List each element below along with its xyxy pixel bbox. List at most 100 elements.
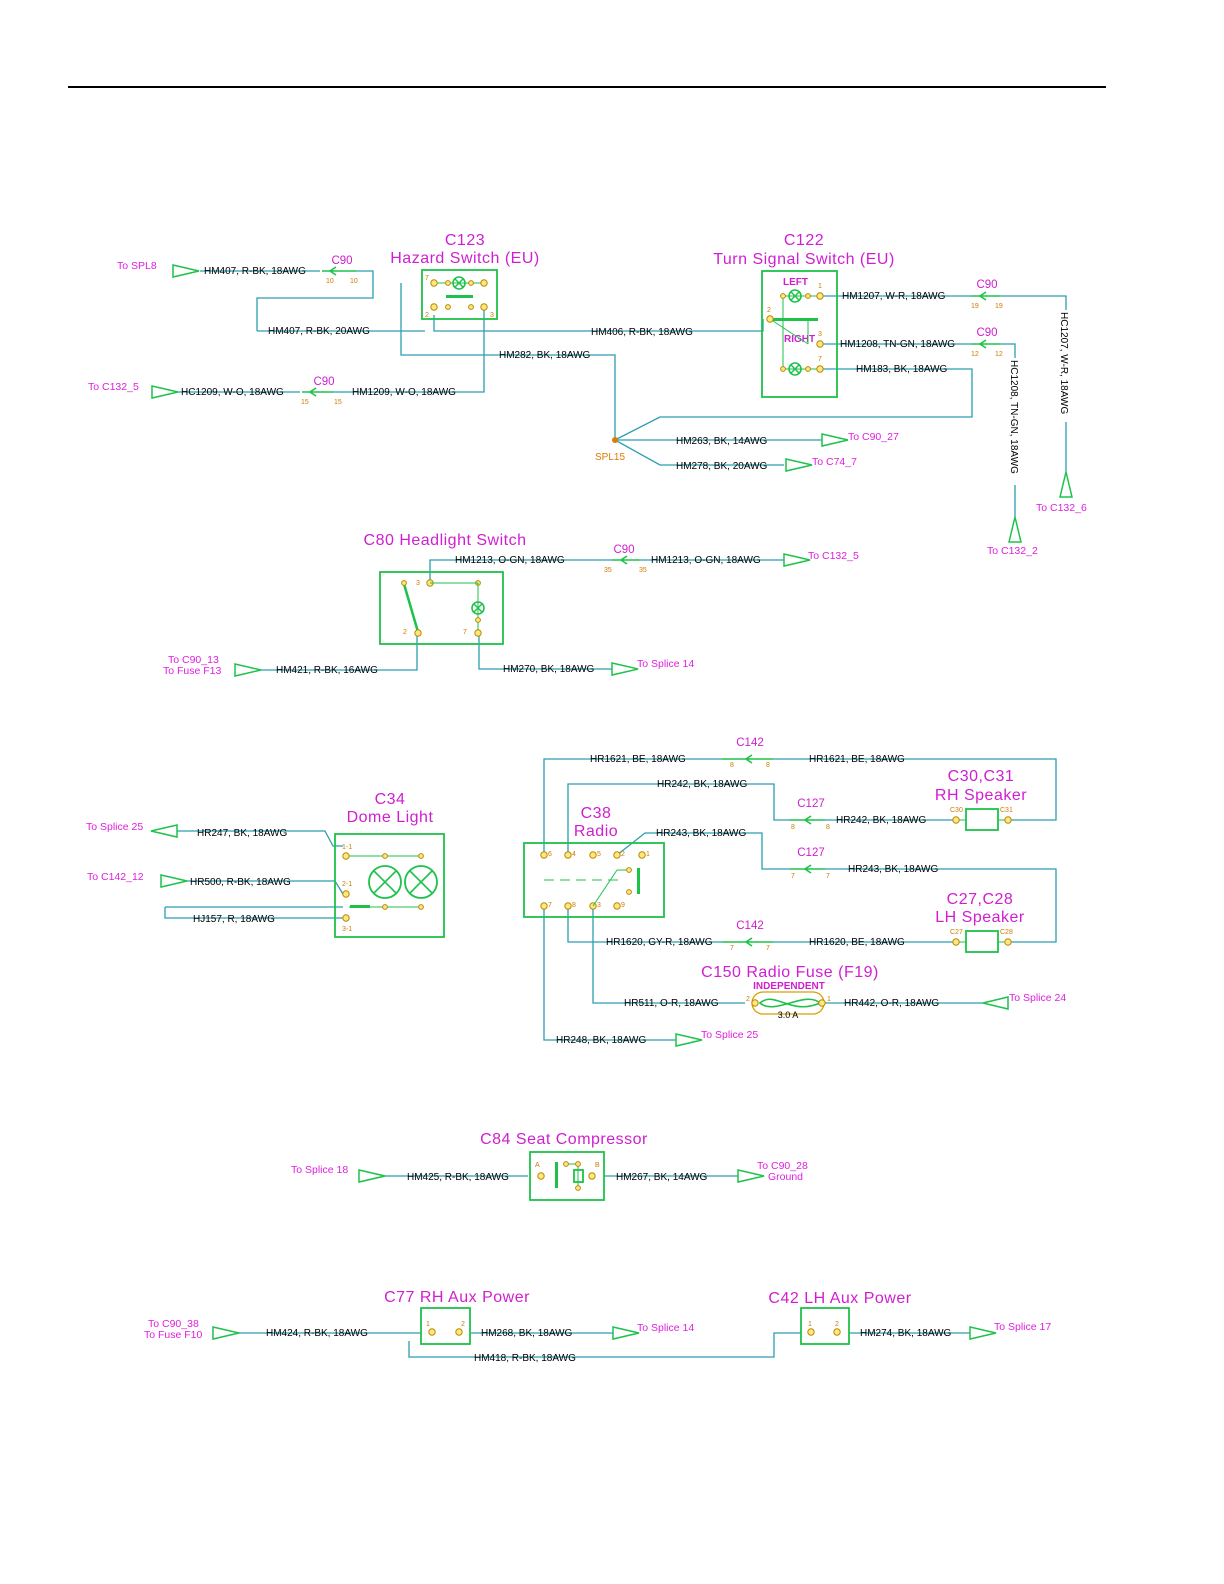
- svg-text:C31: C31: [1000, 807, 1013, 814]
- svg-text:5: 5: [597, 851, 601, 858]
- left-label: LEFT: [783, 277, 808, 288]
- svg-text:HM263, BK, 14AWG: HM263, BK, 14AWG: [676, 436, 768, 447]
- turn-signal-switch-id: C122: [784, 232, 824, 249]
- rh-speaker-name: RH Speaker: [935, 787, 1027, 804]
- hazard-pin-2: 2: [425, 312, 429, 319]
- svg-text:To C90_28: To C90_28: [757, 1160, 808, 1172]
- connector-c90-10: C90 10 10: [322, 255, 358, 285]
- connector-c127-7: C127 7 7: [790, 847, 830, 880]
- svg-text:To C74_7: To C74_7: [812, 456, 857, 468]
- lh-speaker-name: LH Speaker: [935, 909, 1025, 926]
- turn-pin-3: 3: [818, 331, 822, 338]
- svg-text:C90: C90: [313, 376, 334, 388]
- wire-labels-section-1: HM407, R-BK, 18AWG HM407, R-BK, 20AWG HM…: [181, 266, 1069, 474]
- seat-pin-a: A: [535, 1162, 540, 1169]
- svg-text:HC1208, TN-GN, 18AWG: HC1208, TN-GN, 18AWG: [1008, 360, 1019, 474]
- svg-text:8: 8: [791, 824, 795, 831]
- connector-c90-19: C90 19 19: [971, 279, 1003, 310]
- dome-light-c34: C34 Dome Light 1-1 2-1 3-1: [334, 791, 445, 938]
- svg-text:35: 35: [639, 567, 647, 574]
- svg-text:HR243, BK, 18AWG: HR243, BK, 18AWG: [848, 864, 938, 875]
- dome-light-name: Dome Light: [347, 809, 434, 826]
- svg-text:HM1209, W-O, 18AWG: HM1209, W-O, 18AWG: [352, 387, 456, 398]
- svg-text:HM183, BK, 18AWG: HM183, BK, 18AWG: [856, 364, 948, 375]
- svg-text:HR442, O-R, 18AWG: HR442, O-R, 18AWG: [844, 998, 939, 1009]
- turn-pin-2: 2: [767, 307, 771, 314]
- svg-text:19: 19: [971, 303, 979, 310]
- fuse-rating: 3.0 A: [778, 1010, 799, 1020]
- svg-text:To C90_27: To C90_27: [848, 431, 899, 443]
- right-label: RIGHT: [784, 334, 815, 345]
- hazard-pin-7: 7: [425, 275, 429, 282]
- svg-text:HR511, O-R, 18AWG: HR511, O-R, 18AWG: [624, 998, 719, 1009]
- hazard-switch-name: Hazard Switch (EU): [390, 250, 539, 267]
- connector-c90-15: C90 15 15: [301, 376, 342, 406]
- svg-text:HM1213, O-GN, 18AWG: HM1213, O-GN, 18AWG: [651, 555, 761, 566]
- lh-speaker-c27-c28: C27,C28 LH Speaker C27 C28: [935, 891, 1025, 953]
- svg-text:3: 3: [597, 902, 601, 909]
- radio-fuse-title: C150 Radio Fuse (F19): [701, 964, 879, 981]
- svg-text:HR500, R-BK, 18AWG: HR500, R-BK, 18AWG: [190, 877, 291, 888]
- rh-speaker-id: C30,C31: [948, 768, 1015, 785]
- svg-text:7: 7: [826, 873, 830, 880]
- svg-text:10: 10: [326, 278, 334, 285]
- svg-text:To Splice 14: To Splice 14: [637, 658, 694, 670]
- svg-text:19: 19: [995, 303, 1003, 310]
- splice-spl15-dot: [612, 437, 618, 443]
- svg-text:HM1213, O-GN, 18AWG: HM1213, O-GN, 18AWG: [455, 555, 565, 566]
- svg-text:HC1207, W-R, 18AWG: HC1207, W-R, 18AWG: [1058, 312, 1069, 414]
- svg-text:8: 8: [766, 762, 770, 769]
- svg-text:35: 35: [604, 567, 612, 574]
- svg-text:HM421, R-BK, 16AWG: HM421, R-BK, 16AWG: [276, 665, 378, 676]
- svg-text:To Splice 25: To Splice 25: [701, 1029, 758, 1041]
- lh-aux-power-c42: C42 LH Aux Power 1 2: [768, 1290, 911, 1345]
- svg-text:C27: C27: [950, 929, 963, 936]
- svg-text:HM282, BK, 18AWG: HM282, BK, 18AWG: [499, 350, 591, 361]
- svg-text:2: 2: [746, 996, 750, 1003]
- svg-text:HR248, BK, 18AWG: HR248, BK, 18AWG: [556, 1035, 646, 1046]
- lh-speaker-id: C27,C28: [947, 891, 1014, 908]
- svg-text:HM406, R-BK, 18AWG: HM406, R-BK, 18AWG: [591, 327, 693, 338]
- rh-aux-power-c77: C77 RH Aux Power 1 2: [384, 1289, 530, 1345]
- svg-text:C90: C90: [613, 544, 634, 556]
- radio-id: C38: [581, 805, 612, 822]
- svg-text:To C90_38: To C90_38: [148, 1318, 199, 1330]
- lh-aux-power-title: C42 LH Aux Power: [768, 1290, 911, 1307]
- svg-text:C90: C90: [976, 279, 997, 291]
- seat-pin-b: B: [595, 1162, 600, 1169]
- svg-text:15: 15: [334, 399, 342, 406]
- svg-text:2: 2: [621, 851, 625, 858]
- svg-text:HR243, BK, 18AWG: HR243, BK, 18AWG: [656, 828, 746, 839]
- svg-text:C28: C28: [1000, 929, 1013, 936]
- svg-text:7: 7: [791, 873, 795, 880]
- turn-pin-7: 7: [818, 356, 822, 363]
- svg-text:HM425, R-BK, 18AWG: HM425, R-BK, 18AWG: [407, 1172, 509, 1183]
- svg-text:C127: C127: [797, 847, 825, 859]
- svg-text:C142: C142: [736, 737, 764, 749]
- svg-text:To SPL8: To SPL8: [117, 260, 157, 272]
- dome-lamp-2-icon: [404, 865, 438, 899]
- section-seat-compressor: C84 Seat Compressor A B HM425, R-BK, 18A…: [291, 1131, 808, 1201]
- svg-text:HR1621, BE, 18AWG: HR1621, BE, 18AWG: [590, 754, 686, 765]
- svg-text:HM274, BK, 18AWG: HM274, BK, 18AWG: [860, 1328, 952, 1339]
- svg-text:1: 1: [808, 1321, 812, 1328]
- svg-text:HR1620, GY-R, 18AWG: HR1620, GY-R, 18AWG: [606, 937, 713, 948]
- svg-text:To C132_2: To C132_2: [987, 545, 1038, 557]
- svg-text:C90: C90: [976, 327, 997, 339]
- svg-text:HM1208, TN-GN, 18AWG: HM1208, TN-GN, 18AWG: [840, 339, 955, 350]
- svg-text:HM407, R-BK, 20AWG: HM407, R-BK, 20AWG: [268, 326, 370, 337]
- svg-text:To Splice 24: To Splice 24: [1009, 992, 1066, 1004]
- rh-aux-power-title: C77 RH Aux Power: [384, 1289, 530, 1306]
- svg-text:To Splice 14: To Splice 14: [637, 1322, 694, 1334]
- svg-text:12: 12: [995, 351, 1003, 358]
- section-dome-light-radio: C34 Dome Light 1-1 2-1 3-1: [86, 737, 1066, 1047]
- radio-c38: C38 Radio 6 4 5 2 1 7 8 3 9: [523, 805, 665, 918]
- section-headlight-switch: C80 Headlight Switch 3 2 7 C90 35 35 HM1…: [163, 532, 859, 677]
- svg-text:HM418, R-BK, 18AWG: HM418, R-BK, 18AWG: [474, 1353, 576, 1364]
- svg-text:To C142_12: To C142_12: [87, 871, 144, 883]
- svg-text:2: 2: [835, 1321, 839, 1328]
- svg-text:HC1209, W-O, 18AWG: HC1209, W-O, 18AWG: [181, 387, 284, 398]
- svg-text:HR242, BK, 18AWG: HR242, BK, 18AWG: [836, 815, 926, 826]
- connector-c142-7: C142 7 7: [722, 920, 773, 952]
